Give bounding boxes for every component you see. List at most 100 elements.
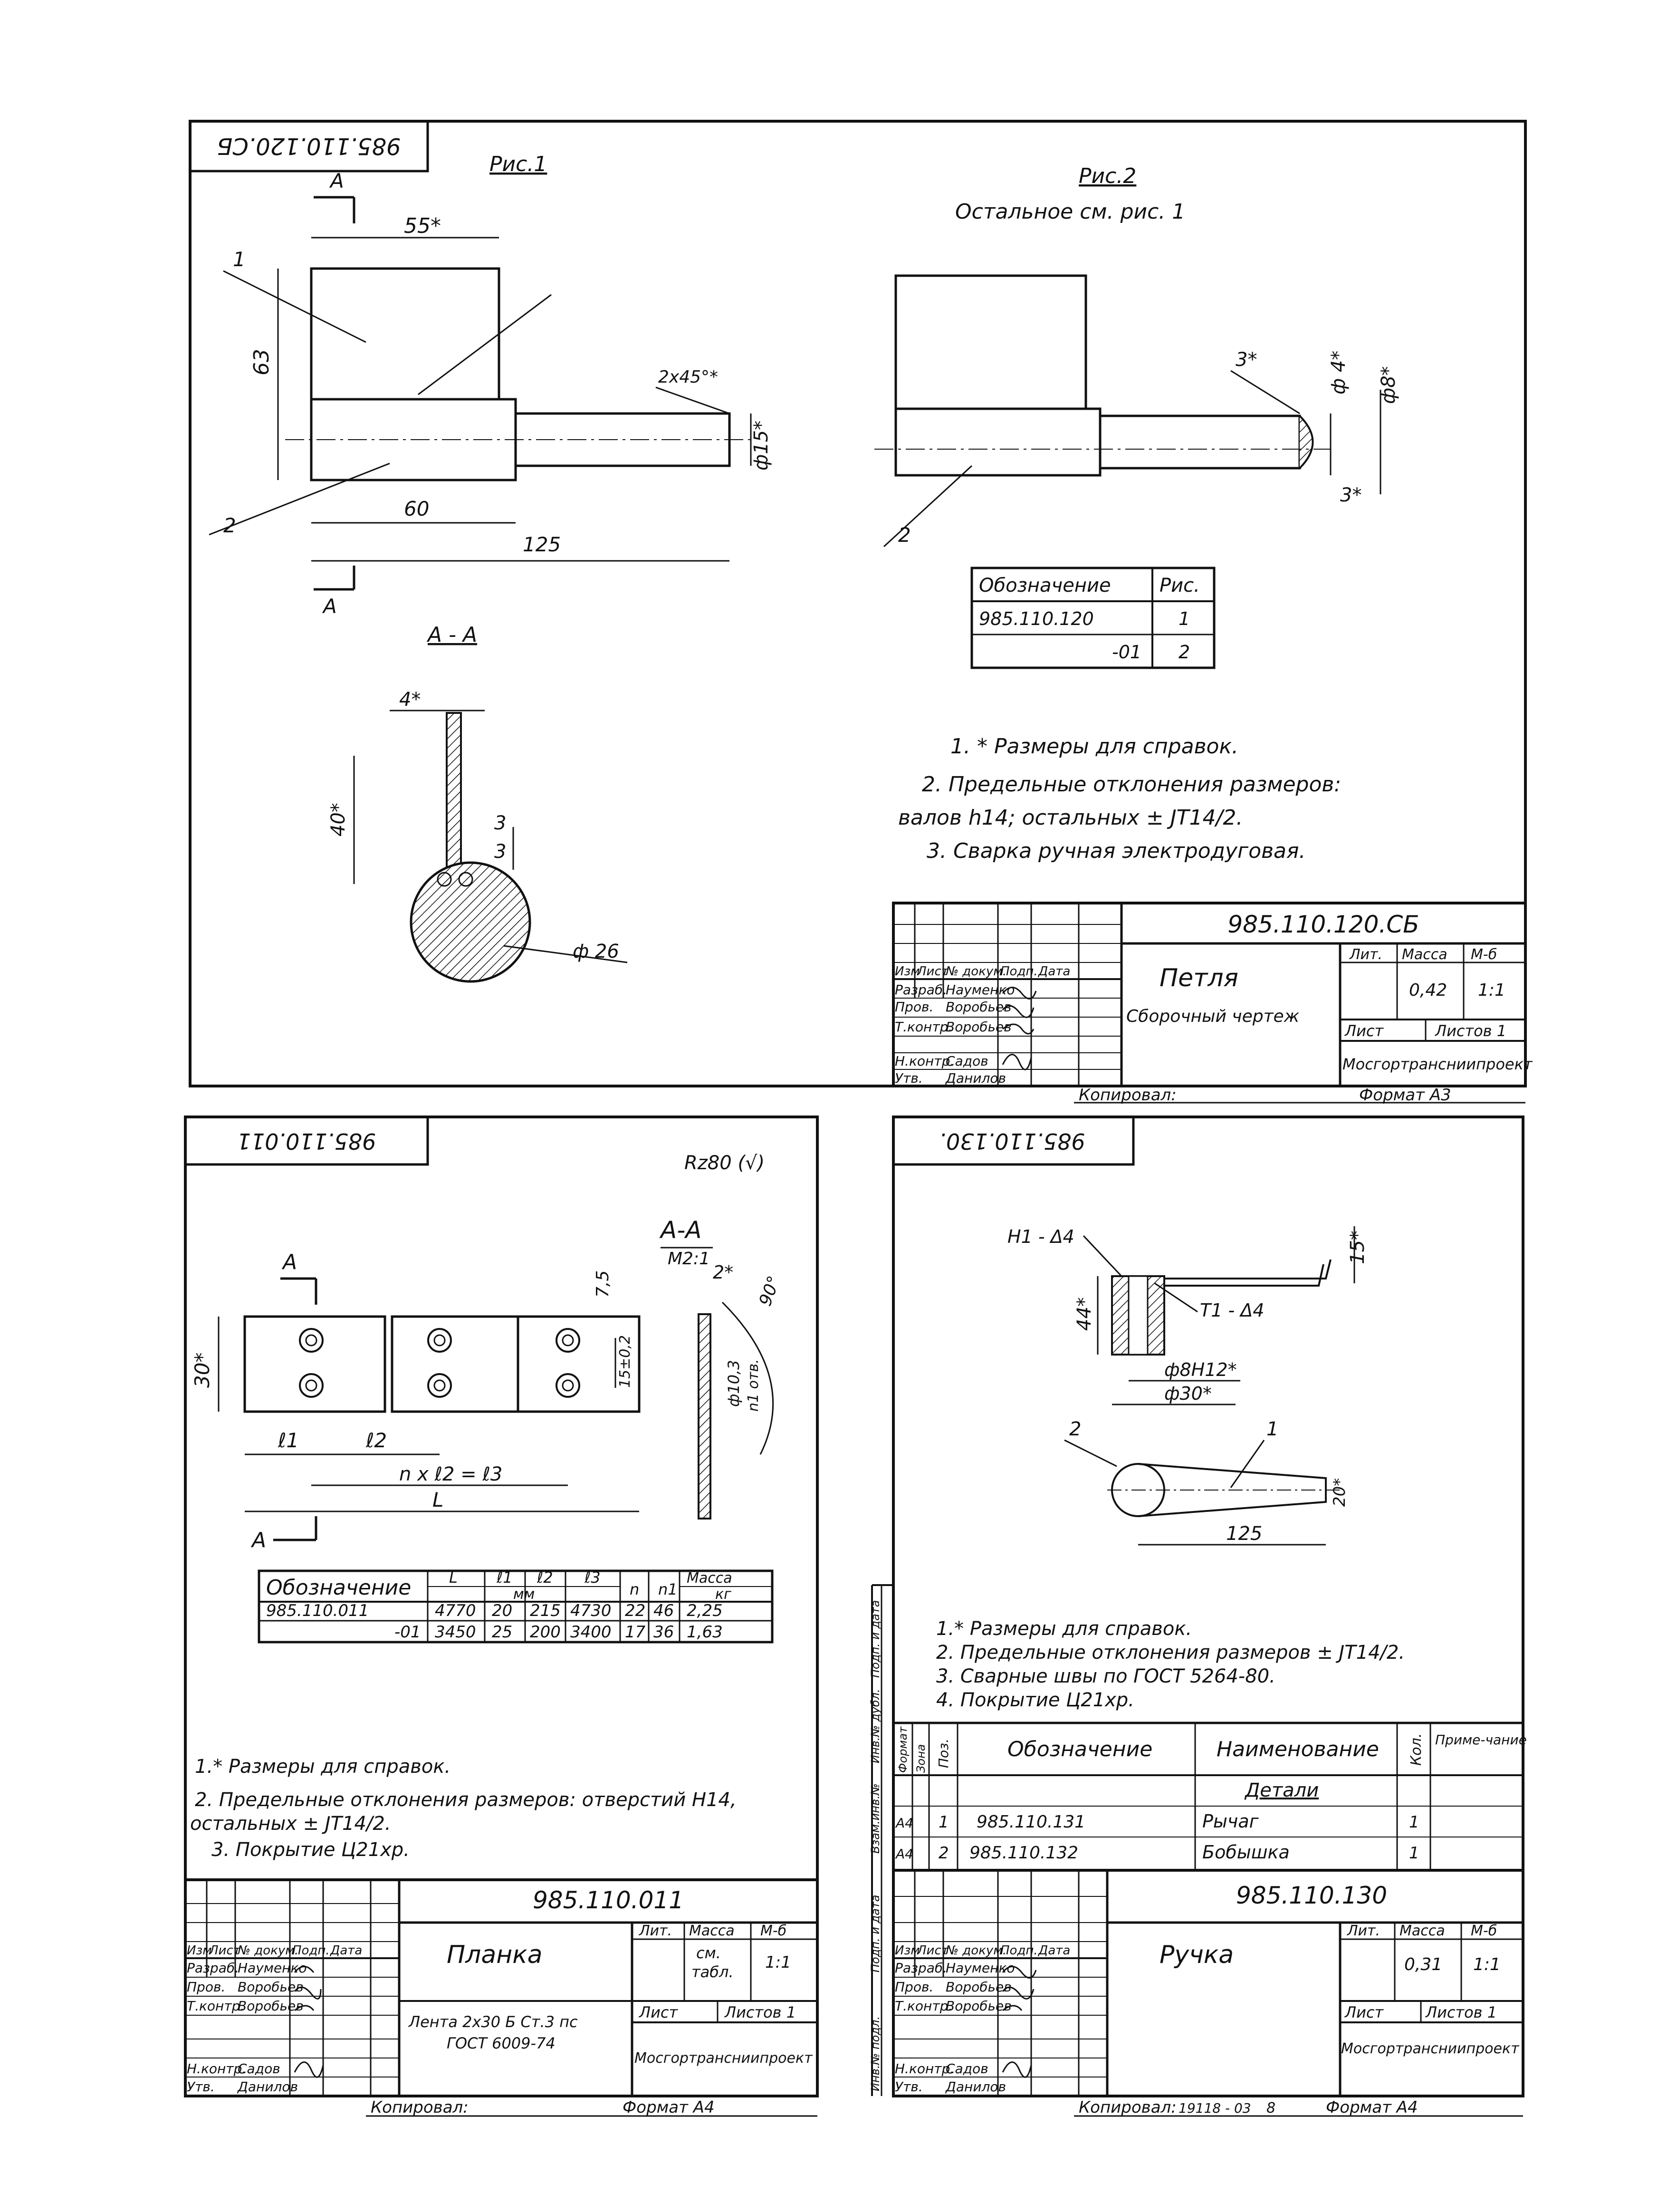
sheet2-person-approve: Данилов — [237, 2079, 298, 2095]
sheet2-nxl: n x ℓ2 = ℓ3 — [399, 1463, 502, 1485]
sheet2-r2-c2: 25 — [492, 1623, 512, 1642]
sheet-assembly-drawing: 985.110.120.СБ Рис.1 А 55* 63 1 2 2x45°*… — [189, 120, 1533, 1105]
sheet2-section-d2: 2* — [713, 1262, 733, 1283]
sheet1-note-2: 2. Предельные отклонения размеров: — [922, 772, 1341, 797]
sheet2-role-tcontr: Т.контр. — [187, 1998, 244, 2014]
sheet3-page-no: 8 — [1266, 2100, 1275, 2116]
fig1-label: Рис.1 — [489, 152, 547, 176]
sheet3-role-approve: Утв. — [895, 2079, 923, 2095]
sheet1-note-1: 1. * Размеры для справок. — [950, 734, 1238, 759]
sheet3-weld-1: Н1 - Δ4 — [1007, 1226, 1074, 1247]
sheet3-col-doc: № докум. — [945, 1943, 1006, 1958]
sheet2-format: Формат А4 — [623, 2098, 715, 2117]
sheet2-scale-value: 1:1 — [765, 1953, 791, 1972]
sheet2-note-3: остальных ± JT14/2. — [190, 1813, 391, 1835]
sheet1-title-block: Изм Лист № докум. Подп. Дата Разраб. Про… — [892, 902, 1533, 1087]
sheet2-r1-c0: 985.110.011 — [266, 1601, 369, 1620]
fig1-pos-2-leader — [209, 462, 390, 536]
sheet1-person-tcontr: Воробьев — [946, 1019, 1012, 1035]
sheet2-dim-30: 30* — [191, 1353, 214, 1388]
sheet2-r1-c4: 4730 — [570, 1601, 612, 1620]
sheet3-role-check: Пров. — [895, 1979, 933, 1995]
sheet2-th-l1: ℓ1 — [496, 1568, 513, 1587]
variants-row-2-fig: 2 — [1179, 642, 1190, 663]
sheet2-r2-c7: 1,63 — [687, 1623, 723, 1642]
spec-th-name: Наименование — [1217, 1737, 1379, 1761]
fig2-label: Рис.2 — [1079, 164, 1136, 188]
fig2-plate — [894, 274, 1087, 410]
sheet1-role-approve: Утв. — [895, 1070, 923, 1086]
sheet3-person-approve: Данилов — [945, 2079, 1006, 2095]
variants-header-fig: Рис. — [1160, 575, 1200, 596]
sheet2-L: L — [432, 1488, 443, 1511]
sheet3-format: Формат А4 — [1326, 2098, 1418, 2117]
sheet2-note-1: 1.* Размеры для справок. — [195, 1756, 450, 1778]
variants-row-1-designation: 985.110.120 — [979, 608, 1094, 629]
variants-row-1-fig: 1 — [1179, 608, 1190, 629]
sheet1-note-3: валов h14; остальных ± JT14/2. — [898, 806, 1243, 830]
sheet3-col-sign: Подп. — [1000, 1943, 1038, 1958]
fig2-tip — [1299, 415, 1314, 469]
sheet3-side-label-3: Взам.инв.№ — [869, 1783, 882, 1854]
sheet2-th-kg: кг — [715, 1586, 731, 1603]
sheet3-col-izm: Изм — [895, 1943, 920, 1958]
sheet3-role-dev: Разраб. — [895, 1960, 947, 1976]
sheet1-copied: Копировал: — [1079, 1086, 1177, 1105]
sheet1-col-doc: № докум. — [945, 964, 1006, 979]
sheet3-note-4: 4. Покрытие Ц21хр. — [936, 1689, 1134, 1711]
sheet2-doc-code: 985.110.011 — [533, 1886, 684, 1914]
sheet2-r2-c4: 3400 — [570, 1623, 612, 1642]
sheet2-r2-c6: 36 — [653, 1623, 674, 1642]
sheet1-person-check: Воробьев — [946, 999, 1012, 1015]
sheet3-signature — [1002, 1966, 1037, 2078]
sheet1-format: Формат А3 — [1359, 1086, 1451, 1105]
spec-r1-name: Рычаг — [1202, 1811, 1259, 1832]
section-d3b: 3 — [494, 841, 506, 863]
variants-header-designation: Обозначение — [979, 575, 1111, 596]
plank-holes — [299, 1328, 580, 1398]
sheet3-person-tcontr: Воробьев — [946, 1998, 1012, 2014]
sheet2-role-ncontr: Н.контр. — [187, 2061, 246, 2077]
fig2-phi4: ф 4* — [1328, 351, 1350, 394]
sheet2-th-mm: мм — [513, 1586, 535, 1603]
sheet1-sheet-label: Лист — [1344, 1022, 1384, 1040]
fig2-shaft — [1099, 414, 1301, 470]
sheet3-dim-20: 20* — [1330, 1478, 1349, 1507]
sheet2-role-approve: Утв. — [187, 2079, 215, 2095]
fig1-dim-63: 63 — [249, 349, 274, 375]
sheet1-mass-value: 0,42 — [1409, 981, 1447, 1000]
section-d3a: 3 — [494, 812, 506, 834]
sheet3-pos-2-leader — [1064, 1439, 1117, 1467]
spec-r1-pos: 1 — [939, 1813, 949, 1832]
sheet2-dim-15: 15±0,2 — [617, 1335, 633, 1388]
sheet3-scale-header: М-б — [1471, 1923, 1497, 1939]
fig1-dim-125: 125 — [523, 533, 561, 556]
sheet3-doc-name: Ручка — [1160, 1941, 1234, 1969]
spec-th-pos: Поз. — [936, 1739, 951, 1768]
sheet-plank: 985.110.011 Rz80 (√) А 30* 7,5 15±0,2 ℓ1… — [184, 1116, 819, 2117]
section-d4: 4* — [399, 689, 421, 711]
fig2-pos-2-leader — [883, 465, 973, 548]
sheet2-l2: ℓ2 — [365, 1429, 387, 1452]
spec-th-note: Приме-чание — [1435, 1732, 1527, 1748]
fig1-pos-1: 1 — [233, 248, 246, 271]
sheet3-sheet-label: Лист — [1344, 2003, 1384, 2021]
fig1-section-a-bottom: А — [322, 595, 337, 618]
fig1-chamfer-leader — [655, 386, 730, 414]
sheet3-side-strip: Инв.№ подл. Подп. и дата Взам.инв.№ Инв.… — [869, 1584, 893, 2096]
sheet2-person-check: Воробьев — [238, 1979, 304, 1995]
sheet3-note-1: 1.* Размеры для справок. — [936, 1618, 1192, 1640]
sheet2-col-doc: № докум. — [237, 1943, 298, 1958]
sheet1-scale-value: 1:1 — [1478, 981, 1505, 1000]
sheet3-note-3: 3. Сварные швы по ГОСТ 5264-80. — [936, 1665, 1275, 1687]
fig2-d3b: 3* — [1340, 484, 1361, 506]
sheet2-section-scale: М2:1 — [668, 1249, 710, 1269]
sheet3-hole — [1128, 1275, 1149, 1356]
sheet2-r1-c1: 4770 — [435, 1601, 476, 1620]
sheet3-col-list: Лист — [917, 1943, 949, 1958]
sheet2-doc-name: Планка — [447, 1941, 542, 1969]
sheet2-roughness: Rz80 (√) — [684, 1152, 765, 1174]
sheet2-a-bottom: А — [250, 1528, 266, 1552]
sheet2-r1-c6: 46 — [653, 1601, 674, 1620]
